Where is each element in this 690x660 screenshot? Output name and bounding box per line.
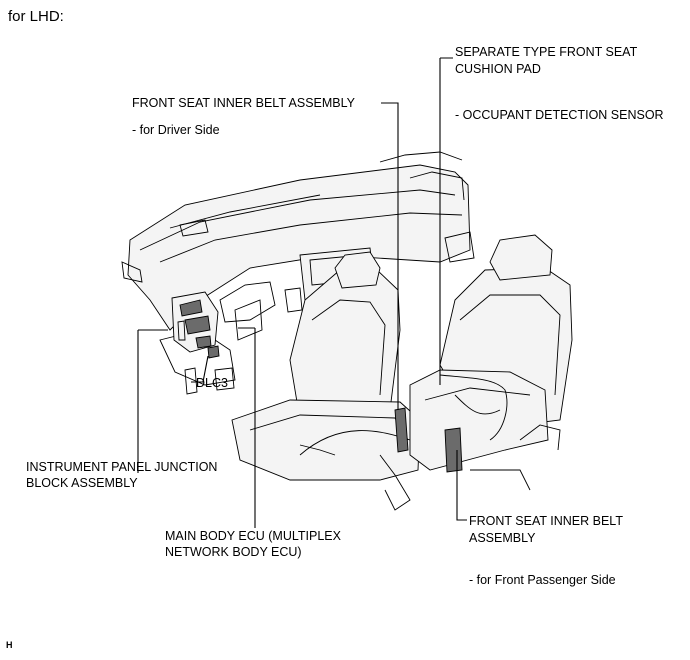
passenger-seat-drawing [409, 234, 573, 491]
label-inner-belt-passenger-line1: FRONT SEAT INNER BELT [469, 514, 623, 528]
label-junction-block-line1: INSTRUMENT PANEL JUNCTION [26, 460, 218, 474]
leader-lines [137, 57, 467, 528]
label-occupant-detection-sensor: - OCCUPANT DETECTION SENSOR [455, 108, 664, 122]
label-main-body-ecu-line2: NETWORK BODY ECU) [165, 545, 302, 559]
label-inner-belt-driver: FRONT SEAT INNER BELT ASSEMBLY [132, 96, 355, 110]
corner-mark: H [6, 640, 13, 650]
junction-block-drawing [171, 291, 220, 359]
label-driver-side-note: - for Driver Side [132, 123, 220, 137]
label-dlc3: DLC3 [196, 376, 228, 390]
driver-seat-drawing [231, 251, 421, 511]
label-passenger-side-note: - for Front Passenger Side [469, 573, 616, 587]
label-inner-belt-passenger-line2: ASSEMBLY [469, 531, 536, 545]
page-title: for LHD: [8, 8, 64, 25]
label-separate-pad-line1: SEPARATE TYPE FRONT SEAT [455, 45, 638, 59]
label-junction-block-line2: BLOCK ASSEMBLY [26, 476, 138, 490]
label-main-body-ecu-line1: MAIN BODY ECU (MULTIPLEX [165, 529, 341, 543]
label-separate-pad-line2: CUSHION PAD [455, 62, 541, 76]
